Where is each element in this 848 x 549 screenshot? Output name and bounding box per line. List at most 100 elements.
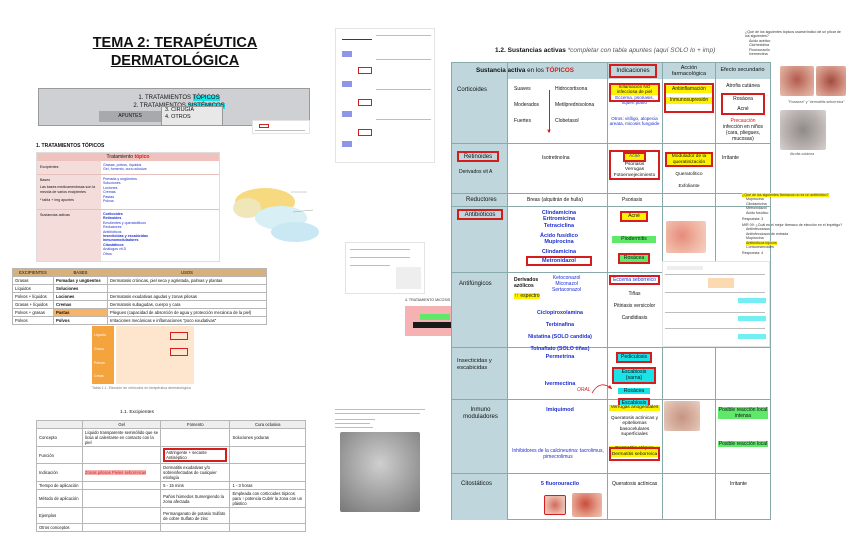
accion-item: Queratolítico (675, 172, 703, 178)
section1-label-col (37, 161, 101, 261)
detail-cell: Dermatitis exudativas y/o sobreinfectada… (160, 463, 231, 482)
category-citostaticos: Citostáticos (461, 481, 493, 487)
section1-table: Tratamiento tópico Excipientes Grasas, p… (36, 152, 220, 262)
efecto-item: Acné (737, 106, 749, 112)
drug-permetrina: Permetrina (545, 354, 575, 360)
azole-item: Miconazol (555, 281, 578, 287)
indic-item: Pediculosis (616, 352, 652, 363)
detail-cell: 5 - 15 mins (160, 481, 231, 490)
sustancia-item: Reductores (103, 225, 122, 230)
antifungal-mini-table (662, 261, 770, 347)
efecto-item: Posible reacción local (718, 441, 768, 447)
accion-item: Antiinflamación (665, 86, 713, 93)
answer-text: Respuesta: 3 (742, 217, 764, 222)
excipients-cell: Polvos (52, 316, 108, 325)
question-option: Corticoesteroides (746, 245, 774, 250)
excipients-cell: Dermatosis crónicas, piel seca y agrieta… (106, 276, 268, 285)
question-option: Clorhexidina (749, 43, 769, 48)
highlight-box (609, 150, 660, 180)
indic-item: Rosácea (618, 253, 650, 264)
mini-doc-thumbnail (252, 120, 310, 134)
detail-cell: Líquido transparente semisólido que se l… (81, 428, 162, 447)
drug-item: Mupirocina (544, 239, 574, 246)
excipients-cell (106, 284, 268, 293)
category-antibioticos: Antibióticos (457, 209, 503, 220)
sustancia-item: Análogos vit D (103, 247, 127, 252)
figure-row-label: Creas (94, 374, 104, 378)
right-question-3: MIR 09: ¿Cuál es el mejor fármaco de ele… (742, 223, 846, 256)
question-option: Metronidazol (746, 206, 767, 211)
indic-item: Acné (620, 211, 648, 222)
row-sustancias-items: Corticoides Retinoides Emolientes y quer… (103, 212, 148, 256)
accion-item: Modulador de la queratinización (665, 152, 713, 168)
corticoides-accion: Antiinflamación Inmunosupresión (665, 86, 713, 104)
drug-item: Eritromicina (542, 216, 576, 223)
drug-item: Clobetasol (555, 118, 579, 124)
excipients-cell: Cremas (52, 300, 108, 309)
detail-col-header (36, 420, 83, 429)
drug-item: Metronidazol (526, 255, 592, 267)
indic-item: Inflamación NO infecciosa de piel (609, 84, 660, 95)
drug-calcineurina: Inhibidores de la calcineurina: tacrolim… (512, 448, 604, 460)
atrofia-caption: Atrofia cutánea (790, 152, 815, 156)
potency-item: Fuertes (514, 118, 531, 124)
efecto-item: Rosácea (733, 96, 753, 102)
inmuno-efecto: Posible reacción local intensa Posible r… (718, 407, 768, 447)
question-option: Antiinfecciosos de entrada (746, 231, 789, 236)
excipients-cell: Polvos + líquidos (12, 292, 54, 301)
antibioticos-indicaciones: Acné Piodermitis Rosácea (612, 211, 656, 264)
indic-item: Fotoenvejecimiento (613, 172, 656, 178)
detail-cell (229, 446, 306, 464)
bases-sub: Las bases medicamentosas son la mezcla d… (40, 185, 96, 194)
drug-fluorouracilo: 5 fluorouracilo (540, 481, 580, 487)
section1-table-header: Tratamiento tópico (37, 153, 219, 161)
sustancia-item: Emolientes y queratolíticos (103, 220, 146, 225)
drug-item: Clindamicina (541, 249, 577, 256)
antifungicos-indicaciones: Eccema seborreico Tiñas Pitiriasis versi… (609, 275, 660, 321)
row-excipientes-items: Grasas, polvos, líquidos Gel, fomento, c… (103, 163, 213, 172)
active-substances-table: Sustancia activa en los TÓPICOS Indicaci… (451, 62, 771, 520)
right-question-1: ¿Qué de los siguientes tópicos usarse/in… (745, 30, 845, 56)
excipients-cell: Lociones (52, 292, 108, 301)
bases-item: Soluciones (103, 181, 121, 186)
detail-col-header: Fomento (160, 420, 231, 429)
drug-imiquimod: Imiquimod (546, 407, 574, 413)
index-item-1: 1. TRATAMIENTOS (138, 95, 191, 101)
indic-item: Pitiriasis versicolor (613, 303, 656, 309)
azole-item: Sertaconazol (552, 287, 582, 293)
azole-item: Ketoconazol (552, 275, 581, 281)
indic-item: Rosácea (618, 387, 650, 394)
skin-photo-grayscale (340, 432, 420, 512)
indic-item: Eccema seborreico (609, 275, 660, 285)
retinoides-accion: Modulador de la queratinización Queratol… (665, 152, 713, 189)
highlight-box (609, 83, 660, 102)
detail-cell (160, 523, 231, 532)
mid-doc-thumbnail-2 (345, 242, 425, 294)
category-reductores: Reductores (466, 197, 497, 203)
excipients-cell: Polvos (12, 316, 54, 325)
indic-item: Candidiasis (621, 315, 648, 321)
section1-heading: 1. TRATAMIENTOS TÓPICOS (36, 143, 105, 149)
indic-item: Verrugas (624, 167, 645, 173)
rosacea-caption: "Rosacea" y "dermatitis seborreica" (788, 100, 845, 104)
insecticidas-indicaciones: Pediculosis Escabiosis (sarna) Rosácea E… (612, 352, 656, 409)
potency-item: Suaves (514, 86, 531, 92)
detail-col-header: Cura oclusiva (229, 420, 306, 429)
detail-cell: Soluciones yoduras (229, 428, 306, 447)
drug-item: Clindamicina (541, 210, 577, 216)
indic-item: Verrugas anogenitales (609, 405, 660, 411)
potency-arrow-head: ▼ (546, 129, 552, 135)
retinoides-indicaciones: Acné Psoriasis Verrugas Fotoenvejecimien… (609, 152, 660, 178)
question-text: ¿Qué de los siguientes tópicos usarse/in… (745, 30, 841, 39)
excipients-cell: Grasas + líquidos (12, 300, 54, 309)
antibioticos-drugs: Clindamicina Eritromicina Tetraciclina Á… (514, 210, 604, 267)
page-title: TEMA 2: TERAPÉUTICA DERMATOLÓGICA (92, 35, 258, 69)
indic-item: Psoriasis (624, 161, 645, 167)
accion-item: Exfoliante (678, 183, 700, 189)
drug-item: Metilprednisolona (555, 102, 595, 108)
detail-cell (81, 507, 162, 524)
figure-row-label: Líquido (94, 333, 106, 337)
ivermectina-arrow (591, 384, 613, 394)
